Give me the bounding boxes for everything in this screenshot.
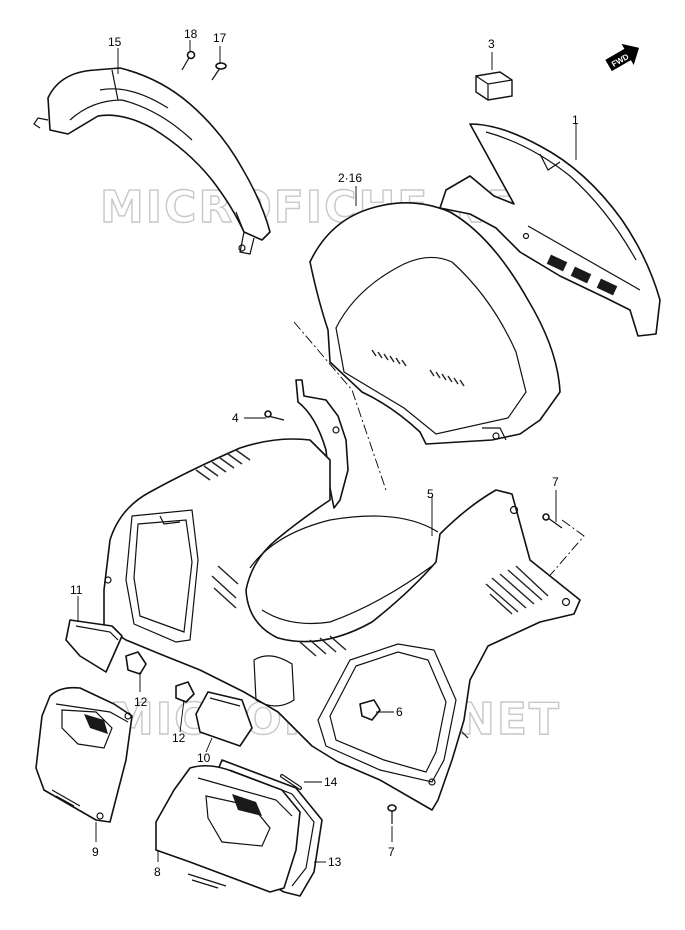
callout-13: 13 xyxy=(328,855,342,869)
callout-7-bottom: 7 xyxy=(388,845,395,859)
callout-5: 5 xyxy=(427,487,434,501)
screw-18-icon xyxy=(181,50,196,71)
part-15-upper-cover xyxy=(33,67,271,255)
part-6-clip xyxy=(359,699,381,721)
part-3-pad xyxy=(475,71,513,101)
callout-15: 15 xyxy=(108,35,122,49)
screw-4-icon xyxy=(264,410,285,421)
leader-lines xyxy=(77,40,577,863)
part-1-side-panel xyxy=(439,123,661,337)
callout-10: 10 xyxy=(197,751,211,765)
part-10-lid xyxy=(195,691,253,747)
screw-7-icon xyxy=(542,513,563,529)
callout-1: 1 xyxy=(572,113,579,127)
callout-9: 9 xyxy=(92,845,99,859)
part-11-lid xyxy=(65,619,123,673)
part-8-pocket-cover xyxy=(155,764,301,893)
part-4-bracket xyxy=(295,379,349,509)
callout-3: 3 xyxy=(488,37,495,51)
part-9-pocket-cover xyxy=(35,686,133,823)
callout-11: 11 xyxy=(70,583,83,597)
callout-8: 8 xyxy=(154,865,161,879)
callout-2-16: 2·16 xyxy=(338,171,362,185)
part-12-clip-a xyxy=(125,651,147,675)
callout-4: 4 xyxy=(232,411,239,425)
part-12-clip-b xyxy=(175,681,195,703)
vent-grille-icon xyxy=(371,349,465,387)
fwd-arrow-icon: FWD xyxy=(605,43,640,72)
screw-17-icon xyxy=(211,62,227,81)
callout-12-left: 12 xyxy=(134,695,148,709)
vent-grille-icon xyxy=(195,449,549,657)
callout-14: 14 xyxy=(324,775,338,789)
callout-6: 6 xyxy=(396,705,403,719)
callout-18: 18 xyxy=(184,27,198,41)
callout-17: 17 xyxy=(213,31,227,45)
callout-12-right: 12 xyxy=(172,731,186,745)
part-5-main-fairing xyxy=(103,438,581,811)
callout-7-top: 7 xyxy=(552,475,559,489)
screw-7b-icon xyxy=(387,804,397,824)
part-14-pin xyxy=(280,774,302,790)
part-2-16-upper-frame xyxy=(309,202,561,445)
